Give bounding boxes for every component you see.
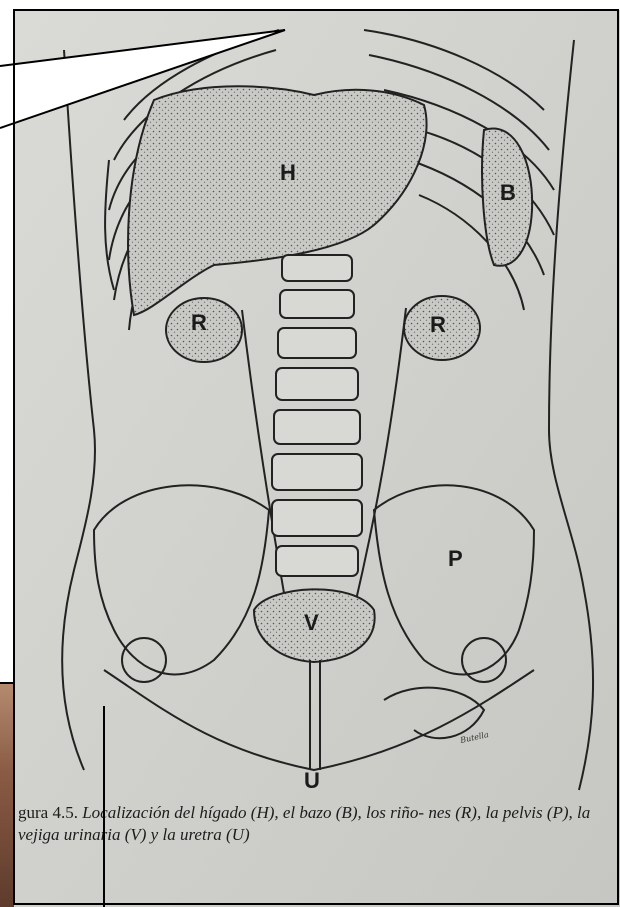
caption-number: gura 4.5.	[18, 803, 78, 822]
caption-text: Localización del hígado (H), el bazo (B)…	[18, 803, 590, 844]
label-urethra: U	[304, 768, 320, 794]
label-kidney-left: R	[191, 310, 207, 336]
label-bladder: V	[304, 610, 319, 636]
figure-caption: gura 4.5. Localización del hígado (H), e…	[18, 802, 614, 846]
label-pelvis: P	[448, 546, 463, 572]
background-photo-corner	[0, 683, 14, 907]
label-kidney-right: R	[430, 312, 446, 338]
label-liver: H	[280, 160, 296, 186]
label-spleen: B	[500, 180, 516, 206]
textbook-photo: H B R R P V U Butella	[14, 10, 620, 907]
